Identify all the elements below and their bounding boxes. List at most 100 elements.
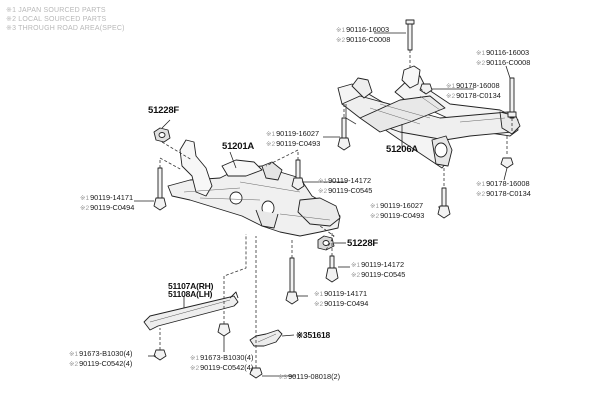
source-marker: ※1 <box>446 83 456 90</box>
part-number: 90119-C0542(4) <box>200 363 254 372</box>
source-marker: ※3 <box>278 374 288 381</box>
callout-line: ※290119-C0542(4) <box>190 363 253 373</box>
callout-line: ※290119-C0545 <box>318 186 372 196</box>
source-marker: ※2 <box>476 191 486 198</box>
callout-brace-bolt-left: ※191673-B1030(4) ※290119-C0542(4) <box>69 349 132 369</box>
callout-line: ※190119-16027 <box>266 129 320 139</box>
part-number: 90119-C0542(4) <box>79 359 133 368</box>
callout-line: ※190178-16008 <box>446 81 501 91</box>
source-marker: ※1 <box>318 178 328 185</box>
callout-front-left-bolt: ※190119-14171 ※290119-C0494 <box>80 193 134 213</box>
source-marker: ※2 <box>446 93 456 100</box>
part-number: 91673-B1030(4) <box>79 349 133 358</box>
part-number: 91673-B1030(4) <box>200 353 254 362</box>
callout-line: ※290178-C0134 <box>476 189 531 199</box>
source-marker: ※1 <box>190 355 200 362</box>
callout-line: ※290119-C0494 <box>80 203 134 213</box>
callout-line: ※190119-14172 <box>318 176 372 186</box>
source-marker: ※2 <box>314 301 324 308</box>
source-marker: ※2 <box>476 60 486 67</box>
callout-line: ※190116-16003 <box>336 25 390 35</box>
stopper-lower-drawing <box>317 235 335 251</box>
part-number: 90178-C0134 <box>486 189 531 198</box>
part-label-stopper-lower: 51228F <box>347 238 379 249</box>
part-number: 90116-16003 <box>486 48 530 57</box>
part-number: 90119-08018(2) <box>288 372 341 381</box>
part-label-rear-crossmember: 51206A <box>386 144 419 155</box>
callout-rear-right-bolt: ※190116-16003 ※290116-C0008 <box>476 48 530 68</box>
stopper-upper-drawing <box>153 127 171 143</box>
callout-line: ※190119-14171 <box>314 289 368 299</box>
source-marker: ※2 <box>370 213 380 220</box>
legend-item-local: ※2 LOCAL SOURCED PARTS <box>6 16 107 23</box>
callout-line: ※290119-C0493 <box>266 139 320 149</box>
source-marker: ※2 <box>80 205 90 212</box>
source-legend: ※1 JAPAN SOURCED PARTS ※2 LOCAL SOURCED … <box>6 6 125 33</box>
callout-brace-bolt-mid: ※191673-B1030(4) ※290119-C0542(4) <box>190 353 253 373</box>
part-label-stopper-upper: 51228F <box>148 105 180 116</box>
rear-crossmember-drawing <box>337 65 521 169</box>
callout-line: ※190116-16003 <box>476 48 530 58</box>
callout-line: ※290116-C0008 <box>476 58 530 68</box>
bolts <box>153 19 517 379</box>
callout-line: ※390119-08018(2) <box>278 372 340 382</box>
callout-rear-left-bolt: ※190119-16027 ※290119-C0493 <box>266 129 320 149</box>
source-marker: ※2 <box>351 272 361 279</box>
callout-line: ※290119-C0545 <box>351 270 405 280</box>
part-number: 90119-C0545 <box>361 270 406 279</box>
callout-line: ※290119-C0493 <box>370 211 424 221</box>
source-marker: ※1 <box>266 131 276 138</box>
part-number: 90119-C0494 <box>324 299 369 308</box>
part-label-brace-lh: 51108A(LH) <box>168 289 213 299</box>
part-label-front-crossmember: 51201A <box>222 141 255 152</box>
source-marker: ※2 <box>336 37 346 44</box>
alignment-lines <box>159 50 513 368</box>
cover-drawing <box>249 329 283 347</box>
callout-line: ※290178-C0134 <box>446 91 501 101</box>
part-number: 90178-16008 <box>456 81 500 90</box>
part-number: 90119-16027 <box>380 201 424 210</box>
part-number: 90119-14172 <box>328 176 372 185</box>
source-marker: ※1 <box>69 351 79 358</box>
part-number: 90116-C0008 <box>346 35 391 44</box>
front-brace-drawing <box>143 291 239 331</box>
part-number: 90178-16008 <box>486 179 530 188</box>
part-number: 90119-16027 <box>276 129 320 138</box>
source-marker: ※2 <box>69 361 79 368</box>
source-marker: ※2 <box>190 365 200 372</box>
part-number: 90119-C0494 <box>90 203 135 212</box>
part-number: 90116-C0008 <box>486 58 531 67</box>
front-crossmember-drawing <box>167 139 341 237</box>
source-marker: ※1 <box>80 195 90 202</box>
callout-rear-nut-lower: ※190178-16008 ※290178-C0134 <box>476 179 531 199</box>
callout-line: ※290119-C0542(4) <box>69 359 132 369</box>
leader-lines <box>134 32 511 377</box>
callout-front-lower-bolt-a: ※190119-14172 ※290119-C0545 <box>351 260 405 280</box>
part-number: 90119-C0493 <box>276 139 321 148</box>
source-marker: ※1 <box>476 181 486 188</box>
callout-rear-mid-bolt: ※190119-16027 ※290119-C0493 <box>370 201 424 221</box>
callout-front-lower-bolt-b: ※190119-14171 ※290119-C0494 <box>314 289 368 309</box>
part-number: 90119-C0493 <box>380 211 425 220</box>
callout-line: ※190119-14171 <box>80 193 134 203</box>
source-marker: ※1 <box>336 27 346 34</box>
part-number: 90116-16003 <box>346 25 390 34</box>
callout-line: ※290116-C0008 <box>336 35 390 45</box>
callout-line: ※190178-16008 <box>476 179 531 189</box>
callout-cover-bolt: ※390119-08018(2) <box>278 372 340 382</box>
source-marker: ※2 <box>266 141 276 148</box>
legend-item-japan: ※1 JAPAN SOURCED PARTS <box>6 7 106 14</box>
callout-line: ※191673-B1030(4) <box>190 353 253 363</box>
part-number: 90119-C0545 <box>328 186 373 195</box>
callout-line: ※190119-14172 <box>351 260 405 270</box>
callout-line: ※190119-16027 <box>370 201 424 211</box>
source-marker: ※1 <box>370 203 380 210</box>
callout-rear-top-bolt: ※190116-16003 ※290116-C0008 <box>336 25 390 45</box>
source-marker: ※2 <box>318 188 328 195</box>
source-marker: ※1 <box>351 262 361 269</box>
part-number: 90119-14172 <box>361 260 405 269</box>
part-number: 90119-14171 <box>324 289 368 298</box>
part-number: 90119-14171 <box>90 193 134 202</box>
source-marker: ※1 <box>476 50 486 57</box>
